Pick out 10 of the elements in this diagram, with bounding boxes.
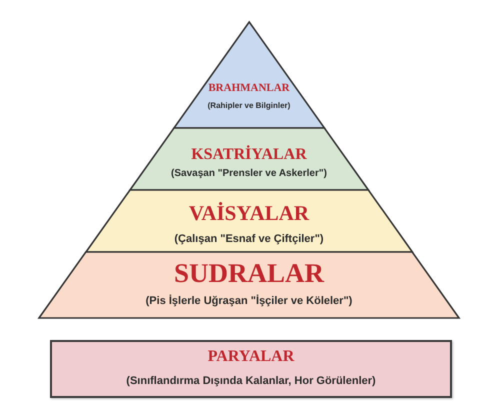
- tier-description: (Rahipler ve Bilginler): [208, 101, 290, 111]
- tier-description: (Sınıflandırma Dışında Kalanlar, Hor Görülenler): [126, 374, 376, 388]
- tier-title: VAİSYALAR: [188, 200, 310, 226]
- tier-title: PARYALAR: [208, 348, 294, 366]
- tier-description: (Savaşan "Prensler ve Askerler"): [171, 168, 327, 180]
- tier-description: (Çalışan "Esnaf ve Çiftçiler"): [174, 232, 324, 246]
- tier-title: SUDRALAR: [174, 258, 324, 290]
- tier-title: BRAHMANLAR: [208, 82, 290, 94]
- tier-title: KSATRİYALAR: [191, 146, 307, 164]
- tier-description: (Pis İşlerle Uğraşan "İşçiler ve Köleler"): [146, 294, 352, 308]
